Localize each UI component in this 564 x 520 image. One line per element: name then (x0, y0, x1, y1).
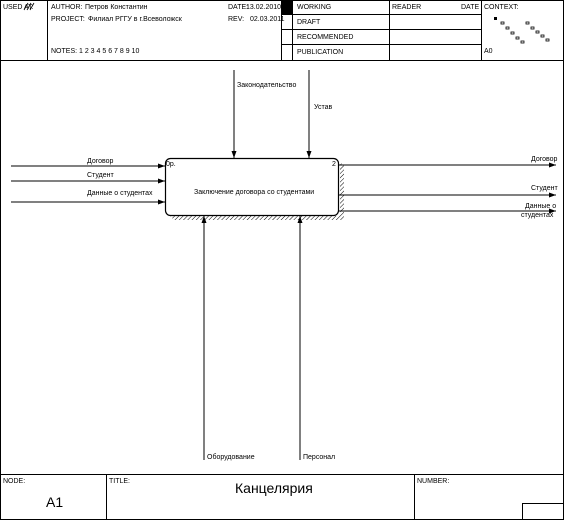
status-draft: DRAFT (297, 19, 321, 26)
number-label: NUMBER: (417, 478, 450, 485)
date-value: 13.02.2010 (246, 4, 282, 11)
output-label-3-line-2[interactable]: студентах (521, 212, 554, 219)
context-node: A0 (484, 48, 493, 55)
input-label-3[interactable]: Данные о студентах (87, 190, 153, 197)
output-label-1[interactable]: Договор (531, 156, 558, 163)
project-value: Филиал РГГУ в г.Всеволожск (88, 16, 182, 23)
output-label-3-line-1[interactable]: Данные о (525, 203, 557, 210)
activity-number: 2 (332, 161, 336, 168)
rev-value: 02.03.2011 (250, 16, 285, 23)
output-label-2[interactable]: Студент (531, 185, 558, 192)
node-label: NODE: (3, 478, 26, 485)
control-label-1[interactable]: Законодательство (237, 82, 297, 89)
input-label-2[interactable]: Студент (87, 172, 114, 179)
author-label: AUTHOR: (51, 4, 83, 11)
status-recommended: RECOMMENDED (297, 34, 354, 41)
status-publication: PUBLICATION (297, 49, 344, 56)
diagram-title: Канцелярия (235, 480, 313, 496)
author-value: Петров Константин (85, 4, 148, 11)
status-working: WORKING (297, 4, 332, 11)
title-label: TITLE: (109, 478, 131, 485)
project-label: PROJECT: (51, 16, 85, 23)
mechanism-label-2[interactable]: Персонал (303, 454, 336, 461)
input-label-1[interactable]: Договор (87, 158, 114, 165)
rev-label: REV: (228, 16, 245, 23)
context-label: CONTEXT: (484, 4, 519, 11)
activity-cost: 0р. (166, 161, 176, 168)
mechanism-label-1[interactable]: Оборудование (207, 454, 255, 461)
control-label-2[interactable]: Устав (314, 104, 333, 111)
reader-date-label: DATE (461, 4, 480, 11)
date-label: DATE: (228, 4, 249, 11)
notes-row: NOTES: 1 2 3 4 5 6 7 8 9 10 (51, 48, 140, 55)
used-at-label: USED AT: (3, 4, 34, 11)
activity-box (164, 157, 340, 217)
activity-name[interactable]: Заключение договора со студентами (194, 189, 315, 196)
node-value: A1 (46, 494, 64, 510)
reader-label: READER (392, 4, 422, 11)
